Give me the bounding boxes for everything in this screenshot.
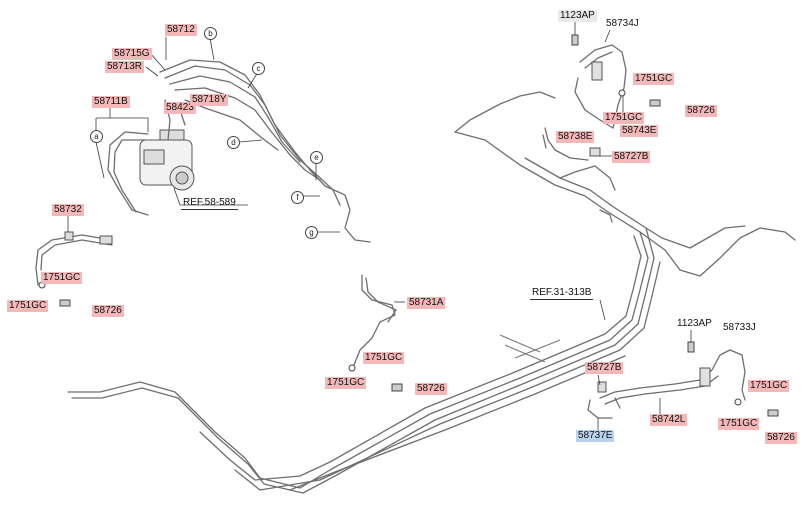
left-front-hoses xyxy=(35,131,149,307)
part-label-58423: 58423 xyxy=(164,102,196,114)
part-label-58734J: 58734J xyxy=(606,18,639,29)
part-label-58732: 58732 xyxy=(52,204,84,216)
rear-left-hose xyxy=(587,341,779,419)
part-label-1751GC: 1751GC xyxy=(748,380,790,392)
callout-b: b xyxy=(204,27,217,40)
callout-a: a xyxy=(90,130,103,143)
part-label-1751GC: 1751GC xyxy=(325,377,367,389)
middle-hose xyxy=(348,274,403,392)
callout-c: c xyxy=(252,62,265,75)
part-label-1123AP: 1123AP xyxy=(558,10,597,22)
part-label-58743E: 58743E xyxy=(620,125,659,137)
part-label-58713R: 58713R xyxy=(105,61,145,73)
callout-f: f xyxy=(291,191,304,204)
part-label-58718Y: 58718Y xyxy=(190,94,229,106)
ref-label-58-589: REF.58-589 xyxy=(181,197,238,210)
part-label-1751GC: 1751GC xyxy=(603,112,645,124)
part-label-58738E: 58738E xyxy=(556,131,595,143)
part-label-58726: 58726 xyxy=(415,383,447,395)
part-label-1751GC: 1751GC xyxy=(363,352,405,364)
part-label-1751GC: 1751GC xyxy=(7,300,49,312)
callout-d: d xyxy=(227,136,240,149)
part-label-1751GC: 1751GC xyxy=(633,73,675,85)
part-label-58726: 58726 xyxy=(685,105,717,117)
abs-module xyxy=(139,129,195,191)
part-label-58737E: 58737E xyxy=(576,430,615,442)
callout-g: g xyxy=(305,226,318,239)
part-label-58733J: 58733J xyxy=(723,322,756,333)
part-label-1751GC: 1751GC xyxy=(41,272,83,284)
part-label-1123AP: 1123AP xyxy=(677,318,712,329)
part-label-58731A: 58731A xyxy=(407,297,446,309)
part-label-58742L: 58742L xyxy=(650,414,688,426)
part-label-58715G: 58715G xyxy=(112,48,152,60)
ref-label-31-313B: REF.31-313B xyxy=(530,287,594,300)
callout-e: e xyxy=(310,151,323,164)
part-label-1751GC: 1751GC xyxy=(718,418,760,430)
part-label-58727B: 58727B xyxy=(612,151,651,163)
part-label-58727B: 58727B xyxy=(585,362,624,374)
part-label-58712: 58712 xyxy=(165,24,197,36)
part-label-58726: 58726 xyxy=(92,305,124,317)
part-label-58726: 58726 xyxy=(765,432,797,444)
part-label-58711B: 58711B xyxy=(92,96,130,108)
main-tube-bundle xyxy=(67,91,796,494)
